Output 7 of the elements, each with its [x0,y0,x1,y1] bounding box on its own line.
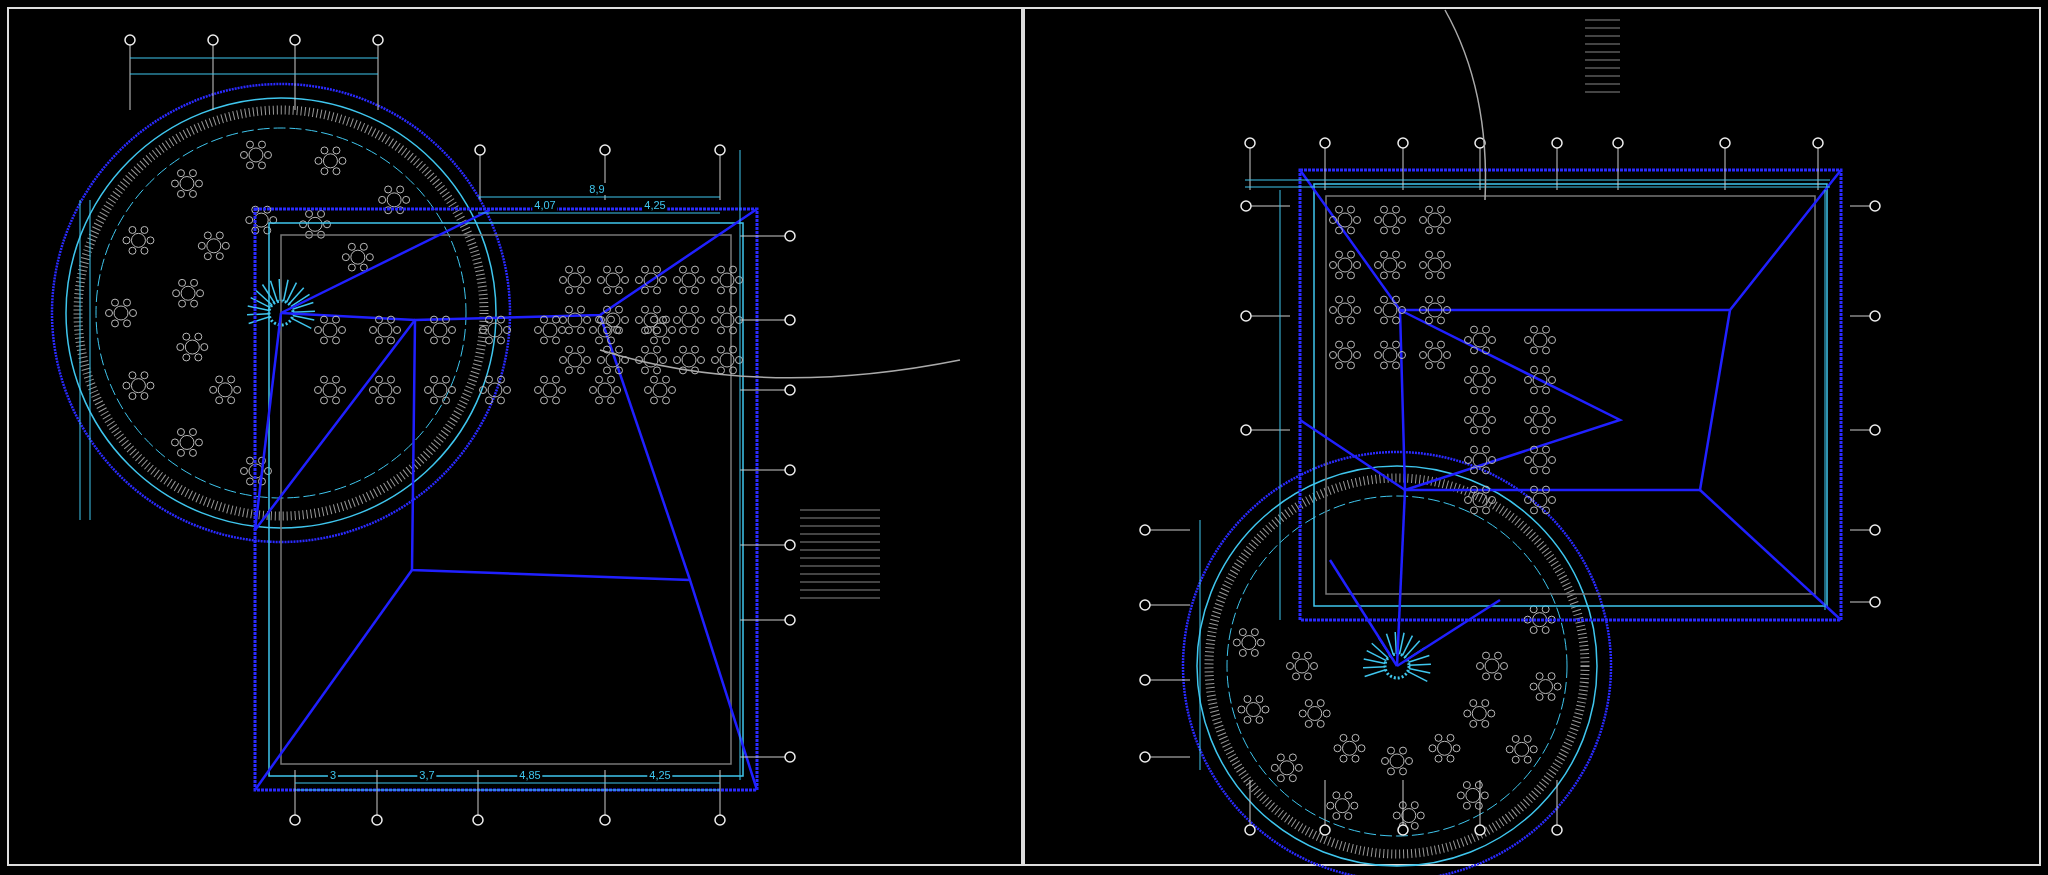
dimension-label: 4,85 [517,769,543,781]
dimension-label: 3,7 [417,769,437,781]
dimension-label: 4,25 [642,199,668,211]
dimension-label: 8,9 [587,183,607,195]
dimension-label: 4,07 [532,199,558,211]
dimension-label: 4,25 [647,769,673,781]
dimension-label: 3 [327,769,339,781]
